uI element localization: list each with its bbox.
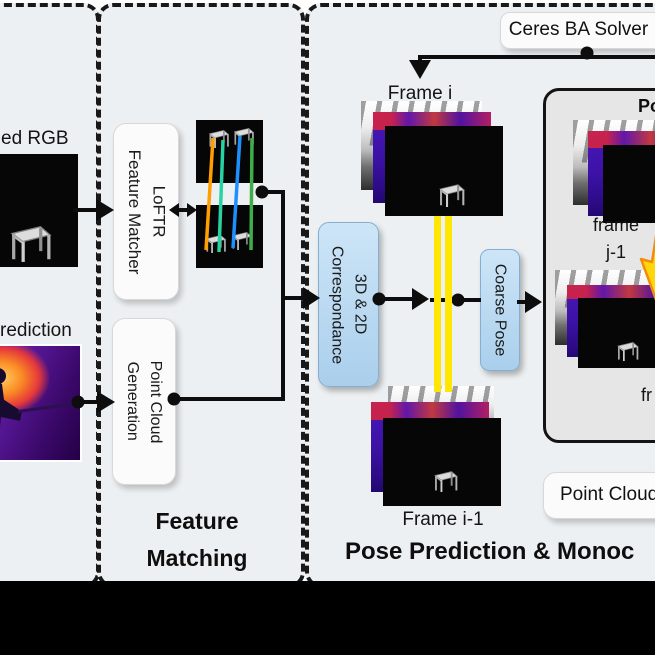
refinement-arrow-icon xyxy=(639,234,655,301)
correspondence-box: 3D & 2D Correspondance xyxy=(318,222,379,387)
match-lines xyxy=(204,135,254,253)
bottom-black-bar xyxy=(0,581,655,655)
arrow-right-icon xyxy=(97,391,115,413)
arrow-right-icon xyxy=(525,291,542,313)
frame-j1-line1: frame xyxy=(592,215,639,235)
arrow-left-icon xyxy=(169,203,179,217)
rendered-rgb-caption: ed RGB xyxy=(1,128,69,149)
frame-i-caption: Frame i xyxy=(387,83,453,104)
match-line-green xyxy=(249,137,254,251)
point-cloud-label: Point Cloud xyxy=(560,484,655,505)
loftr-box-label: LoFTR Feature Matcher xyxy=(121,149,170,274)
point-cloud-generation-box: Point Cloud Generation xyxy=(112,318,176,485)
frame-j-render xyxy=(578,298,655,368)
depth-prediction-image xyxy=(0,344,82,462)
coarse-pose-box: Coarse Pose xyxy=(480,249,520,371)
junction-dot xyxy=(580,46,594,60)
arrow-down-icon xyxy=(409,60,431,79)
pcg-line2: Generation xyxy=(124,361,141,442)
correspondence-line-right xyxy=(445,216,452,392)
frame-j1-line2: j-1 xyxy=(605,242,626,262)
ceres-ba-solver-label: Ceres BA Solver xyxy=(508,19,649,40)
arrow-right-icon xyxy=(96,199,114,221)
person-silhouette xyxy=(0,368,6,384)
match-line-teal xyxy=(217,139,225,253)
feature-matching-title-line2: Matching xyxy=(146,545,248,571)
feature-matching-title: Feature Matching xyxy=(97,503,297,577)
frame-j-caption: fr xyxy=(641,385,652,405)
frame-i-render xyxy=(385,126,503,216)
frame-i1-caption: Frame i-1 xyxy=(402,509,484,530)
merge-trunk-line xyxy=(174,190,285,401)
refinement-title: Po xyxy=(638,96,655,116)
pcg-line1: Point Cloud xyxy=(147,360,165,443)
arrow-right-icon xyxy=(412,288,429,310)
match-line-blue xyxy=(231,135,242,249)
point-cloud-box: Point Cloud xyxy=(543,472,655,519)
loftr-line2: Feature Matcher xyxy=(125,149,144,274)
junction-dot xyxy=(167,392,181,406)
depth-prediction-caption: rediction xyxy=(0,320,72,341)
pose-prediction-title: Pose Prediction & Monoc xyxy=(345,538,635,565)
rendered-rgb-image xyxy=(0,154,78,267)
coarse-pose-line1: Coarse Pose xyxy=(491,263,509,357)
correspondence-box-label: 3D & 2D Correspondance xyxy=(325,245,371,363)
correspondence-line-left xyxy=(434,216,441,392)
arrow-right-icon xyxy=(187,203,197,217)
loftr-line1: LoFTR xyxy=(149,185,169,238)
correspondence-line2: Correspondance xyxy=(328,245,346,364)
pose-refinement-panel: Po frame j-1 fr xyxy=(543,88,655,443)
match-line-orange xyxy=(204,137,215,251)
junction-dot xyxy=(451,293,465,307)
arrow-right-icon xyxy=(303,287,320,309)
ceres-ba-solver-box: Ceres BA Solver xyxy=(500,12,655,49)
matched-features-image xyxy=(196,120,263,268)
feature-matching-title-line1: Feature xyxy=(155,508,239,534)
frame-i1-render xyxy=(383,418,501,506)
frame-j1-render xyxy=(603,145,655,223)
coarse-pose-label: Coarse Pose xyxy=(488,264,511,357)
loftr-box: LoFTR Feature Matcher xyxy=(113,123,179,300)
pcg-box-label: Point Cloud Generation xyxy=(121,360,167,443)
correspondence-line1: 3D & 2D xyxy=(351,274,369,335)
frame-j1-caption: frame j-1 xyxy=(578,212,654,266)
